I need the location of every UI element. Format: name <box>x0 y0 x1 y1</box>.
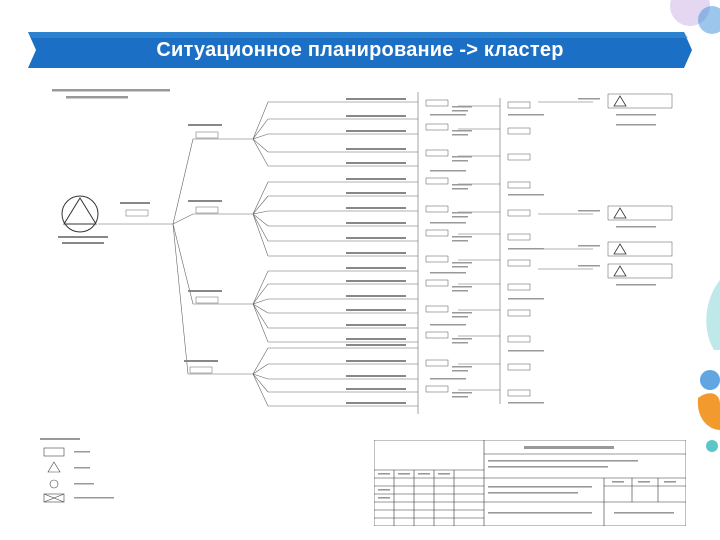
odf-box-icon <box>43 447 65 457</box>
deco-blue-circle <box>698 6 720 34</box>
cable-label-marks <box>58 98 406 404</box>
stamp-text-marks <box>378 446 676 514</box>
splitter-boxes <box>125 131 219 374</box>
scheme-lines <box>98 92 593 414</box>
deco-teal-dot <box>706 440 718 452</box>
deco-teal-shape <box>706 280 720 350</box>
subscriber-crossed-box-icon <box>43 493 65 503</box>
title-block-stamp <box>374 440 686 526</box>
scheme-header-line-1 <box>52 89 170 92</box>
scheme-header <box>52 89 170 99</box>
scheme-header-line-2 <box>66 96 128 99</box>
subscriber-nodes <box>578 93 673 286</box>
legend-label-mark <box>74 467 90 469</box>
title-banner: Ситуационное планирование -> кластер <box>28 32 692 68</box>
legend-label-mark <box>74 497 114 499</box>
subscriber-triangle-icon <box>607 241 673 257</box>
deco-blue-dot <box>700 370 720 390</box>
legend-graphic <box>40 438 114 503</box>
legend-label-mark <box>74 451 90 453</box>
banner-shape <box>28 32 692 68</box>
banner-highlight <box>28 32 688 38</box>
legend-title-mark <box>40 438 80 440</box>
corner-decoration-top <box>670 0 720 34</box>
subscriber-triangle-icon <box>607 93 673 109</box>
subscriber-triangle-icon <box>607 263 673 279</box>
page-title: Ситуационное планирование -> кластер <box>156 39 564 61</box>
banner-background <box>28 32 692 68</box>
closure-boxes <box>425 99 531 397</box>
legend-label-mark <box>74 483 94 485</box>
side-decoration <box>697 280 720 452</box>
legend <box>40 438 200 528</box>
triangle-ptk-icon <box>47 461 61 473</box>
deco-orange-swirl <box>697 393 720 430</box>
subscriber-triangle-icon <box>607 205 673 221</box>
box-label-marks <box>430 106 544 404</box>
central-office-triangle-circle-icon <box>61 195 99 233</box>
network-scheme <box>58 92 673 414</box>
manhole-circle-icon <box>49 479 59 489</box>
